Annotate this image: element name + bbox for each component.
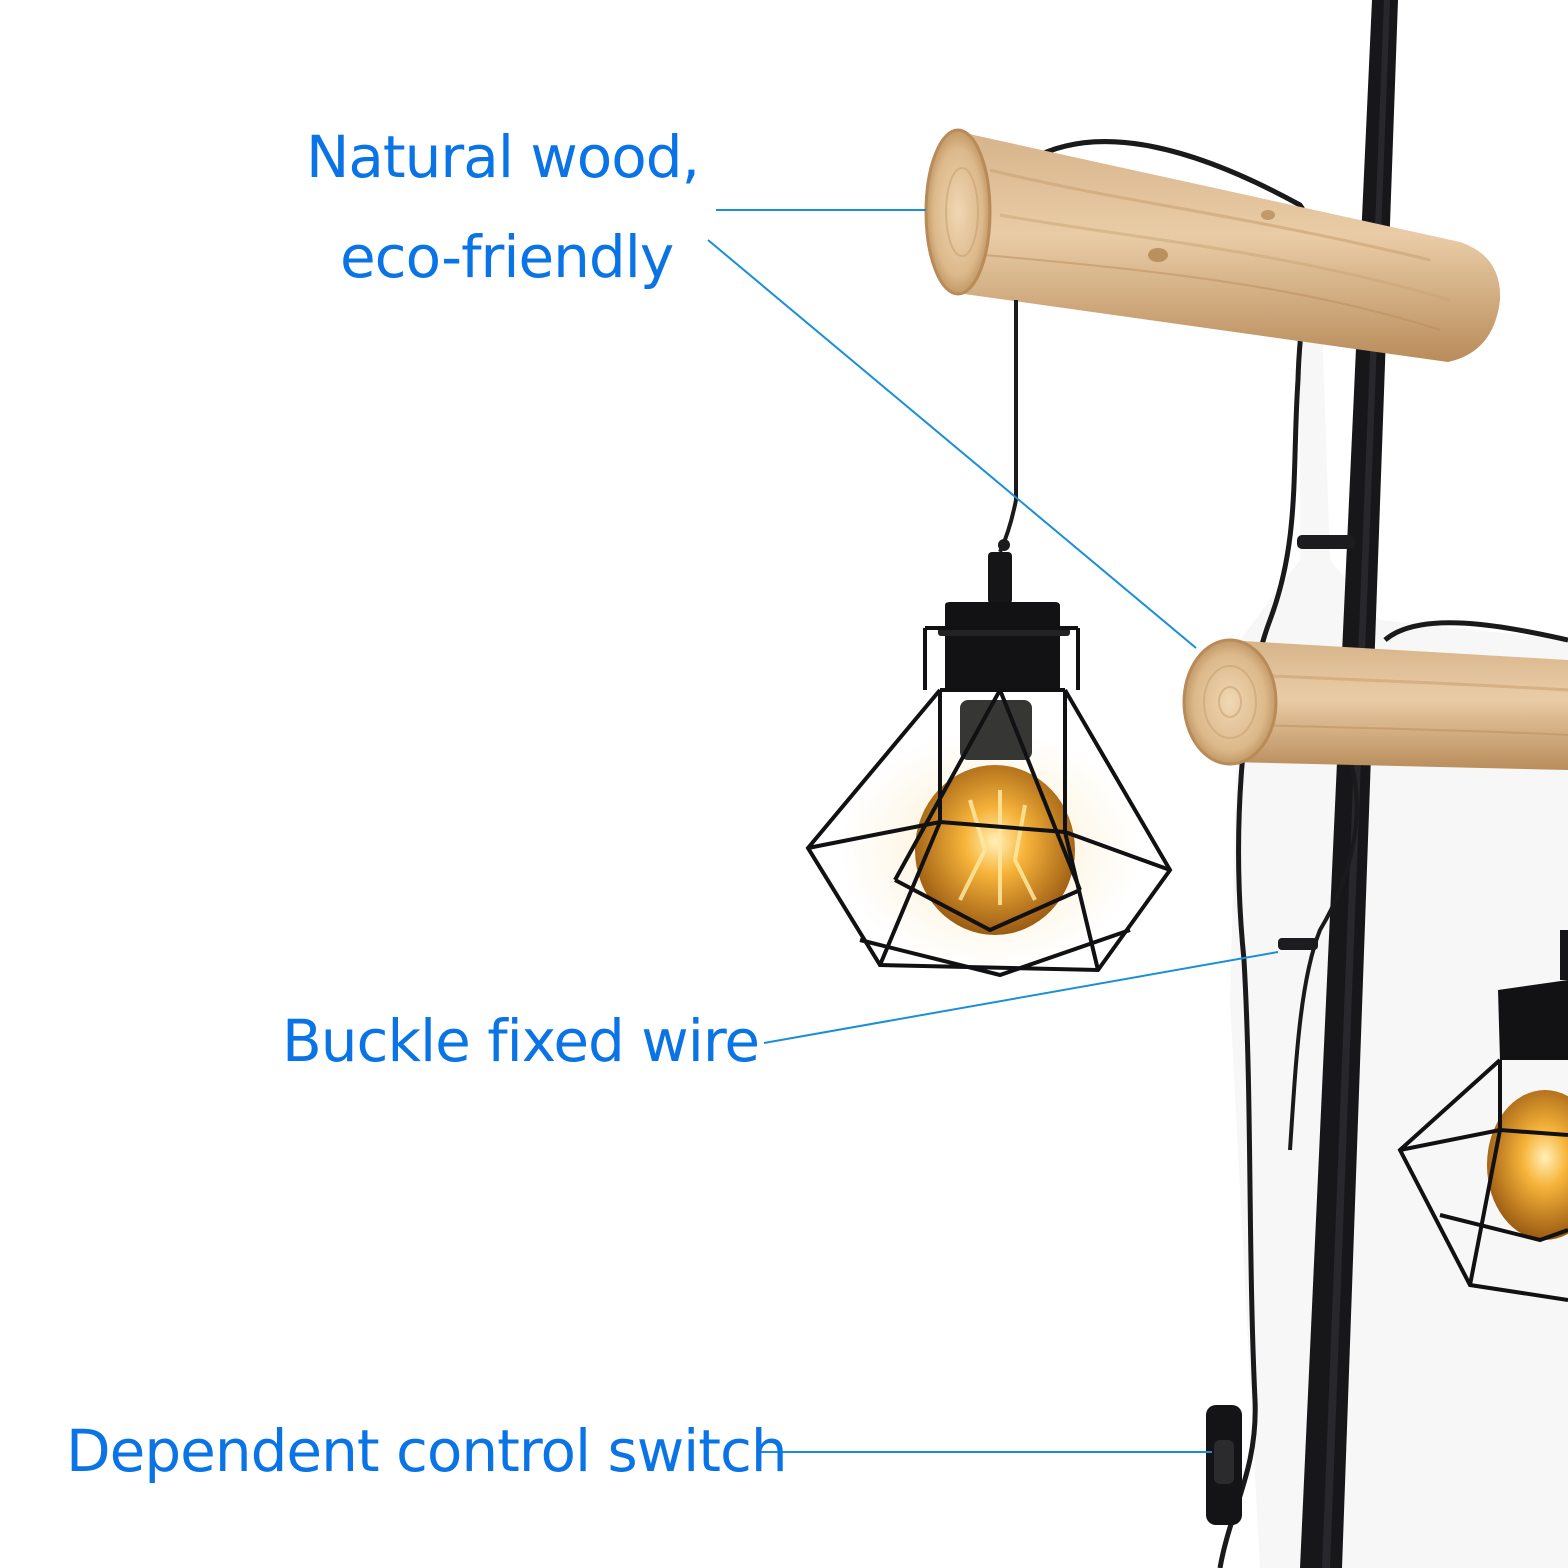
label-eco-friendly: eco-friendly	[340, 223, 674, 291]
lower-wood-arm	[1182, 638, 1568, 770]
leader-line-wood-diagonal	[707, 239, 1197, 649]
bulb-right	[1487, 1090, 1568, 1240]
pendant-wire-left	[998, 300, 1018, 553]
label-dependent-control-switch: Dependent control switch	[66, 1417, 788, 1485]
label-natural-wood: Natural wood,	[306, 123, 700, 191]
cable-lower	[1383, 620, 1568, 643]
shade-left	[805, 552, 1173, 978]
wire-clip-pendant	[998, 539, 1010, 551]
wire-clip-upper	[1297, 535, 1355, 549]
upper-wood-arm	[924, 128, 1501, 362]
label-buckle-fixed-wire: Buckle fixed wire	[282, 1007, 760, 1075]
switch-button	[1214, 1440, 1234, 1484]
leader-line-buckle	[763, 951, 1279, 1044]
shade-right	[1397, 930, 1568, 1302]
wire-clip-lower	[1278, 938, 1318, 950]
cable-right	[1288, 764, 1359, 1151]
backdrop-reflection	[1050, 170, 1568, 1568]
leader-lines	[707, 209, 1279, 1453]
bulb-left	[915, 765, 1075, 935]
